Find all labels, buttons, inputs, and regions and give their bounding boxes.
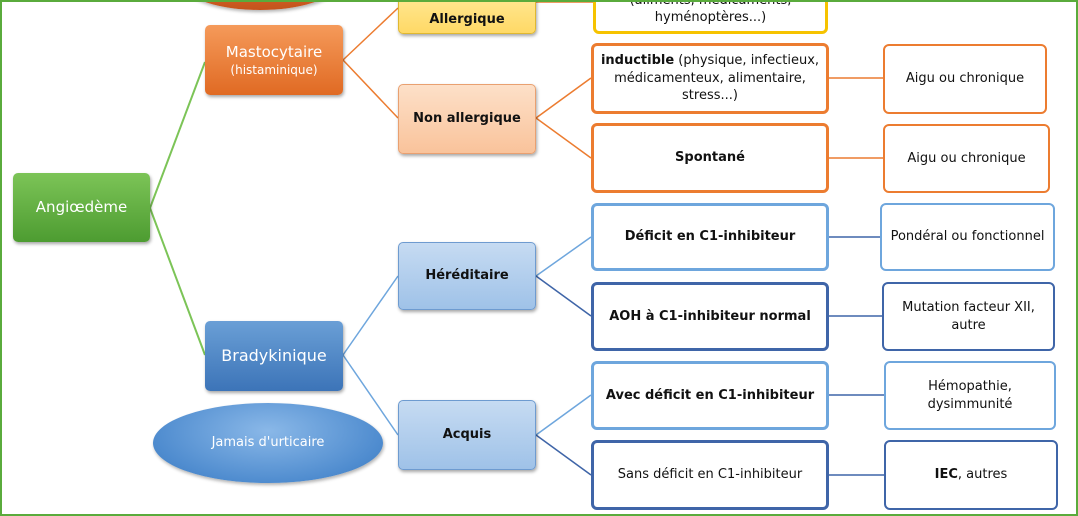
node-inductible: inductible (physique, infectieux, médica… [591,43,829,114]
allergique-detail-line2: hyménoptères...) [654,10,767,26]
inductible-line2: médicamenteux, alimentaire, [614,70,806,86]
avec-deficit-label: Avec déficit en C1-inhibiteur [605,387,815,403]
connector-root-bradykinique [149,207,206,356]
root-node-angioedeme: Angiœdème [13,173,150,242]
node-avec-deficit: Avec déficit en C1-inhibiteur [591,361,829,430]
non-allergique-label: Non allergique [413,111,521,127]
connector-acquis-sans [535,434,592,476]
node-aoh-normal: AOH à C1-inhibiteur normal [591,282,829,351]
allergique-label: Allergique [429,12,505,28]
node-hereditaire: Héréditaire [398,242,536,310]
node-acquis: Acquis [398,400,536,470]
connector-bradykinique-acquis [342,354,399,436]
iec-keyword: IEC [934,467,958,483]
hemopathie-line2: dysimmunité [927,396,1013,412]
node-mastocytaire: Mastocytaire (histaminique) [205,25,343,95]
connector-hereditaire-deficit [535,236,592,277]
mutation-line1: Mutation facteur XII, [902,299,1035,315]
spontane-label: Spontané [675,150,745,166]
node-non-allergique: Non allergique [398,84,536,154]
aigu1-label: Aigu ou chronique [905,71,1025,87]
iec-line: IEC, autres [935,466,1008,484]
jamais-label: Jamais d'urticaire [211,435,325,451]
inductible-rest: (physique, infectieux, [674,53,820,69]
hereditaire-label: Héréditaire [425,268,509,284]
acquis-label: Acquis [442,427,492,443]
connector-mastocytaire-allergique [342,7,399,61]
node-jamais-urticaire: Jamais d'urticaire [153,403,383,483]
node-aigu-chronique-2: Aigu ou chronique [883,124,1050,193]
inductible-line1: inductible (physique, infectieux, [601,52,819,70]
connector-hereditaire-aoh [535,275,592,317]
inductible-line3: stress...) [682,88,738,104]
node-allergique: Allergique [398,0,536,34]
mutation-line2: autre [951,317,986,333]
node-bradykinique: Bradykinique [205,321,343,391]
connector-mastocytaire-nonallergique [342,59,399,119]
connector-acquis-avec [535,394,592,436]
connector-nonallergique-spontane [535,117,592,159]
aigu2-label: Aigu ou chronique [907,150,1026,166]
node-mutation: Mutation facteur XII, autre [882,282,1055,351]
mastocytaire-label: Mastocytaire [225,42,323,61]
node-ponderal: Pondéral ou fonctionnel [880,203,1055,271]
inductible-keyword: inductible [600,53,675,69]
node-allergique-detail: (aliments, médicaments, hyménoptères...) [593,0,828,34]
aoh-normal-label: AOH à C1-inhibiteur normal [609,308,811,324]
node-iec: IEC, autres [884,440,1058,510]
top-ellipse-shape [185,0,335,10]
root-label: Angiœdème [35,198,128,217]
connector-root-mastocytaire [149,61,206,209]
node-sans-deficit: Sans déficit en C1-inhibiteur [591,440,829,510]
deficit-c1-label: Déficit en C1-inhibiteur [624,229,796,245]
iec-rest: , autres [957,467,1008,483]
node-aigu-chronique-1: Aigu ou chronique [883,44,1047,114]
node-deficit-c1: Déficit en C1-inhibiteur [591,203,829,271]
node-spontane: Spontané [591,123,829,193]
connector-nonallergique-inductible [535,77,592,119]
ponderal-label: Pondéral ou fonctionnel [890,229,1045,245]
bradykinique-label: Bradykinique [221,346,327,366]
connector-bradykinique-hereditaire [342,275,399,356]
sans-deficit-label: Sans déficit en C1-inhibiteur [617,467,803,483]
node-hemopathie: Hémopathie, dysimmunité [884,361,1056,430]
mastocytaire-sublabel: (histaminique) [230,63,318,78]
hemopathie-line1: Hémopathie, [928,378,1012,394]
allergique-detail-line1: (aliments, médicaments, [629,0,792,8]
